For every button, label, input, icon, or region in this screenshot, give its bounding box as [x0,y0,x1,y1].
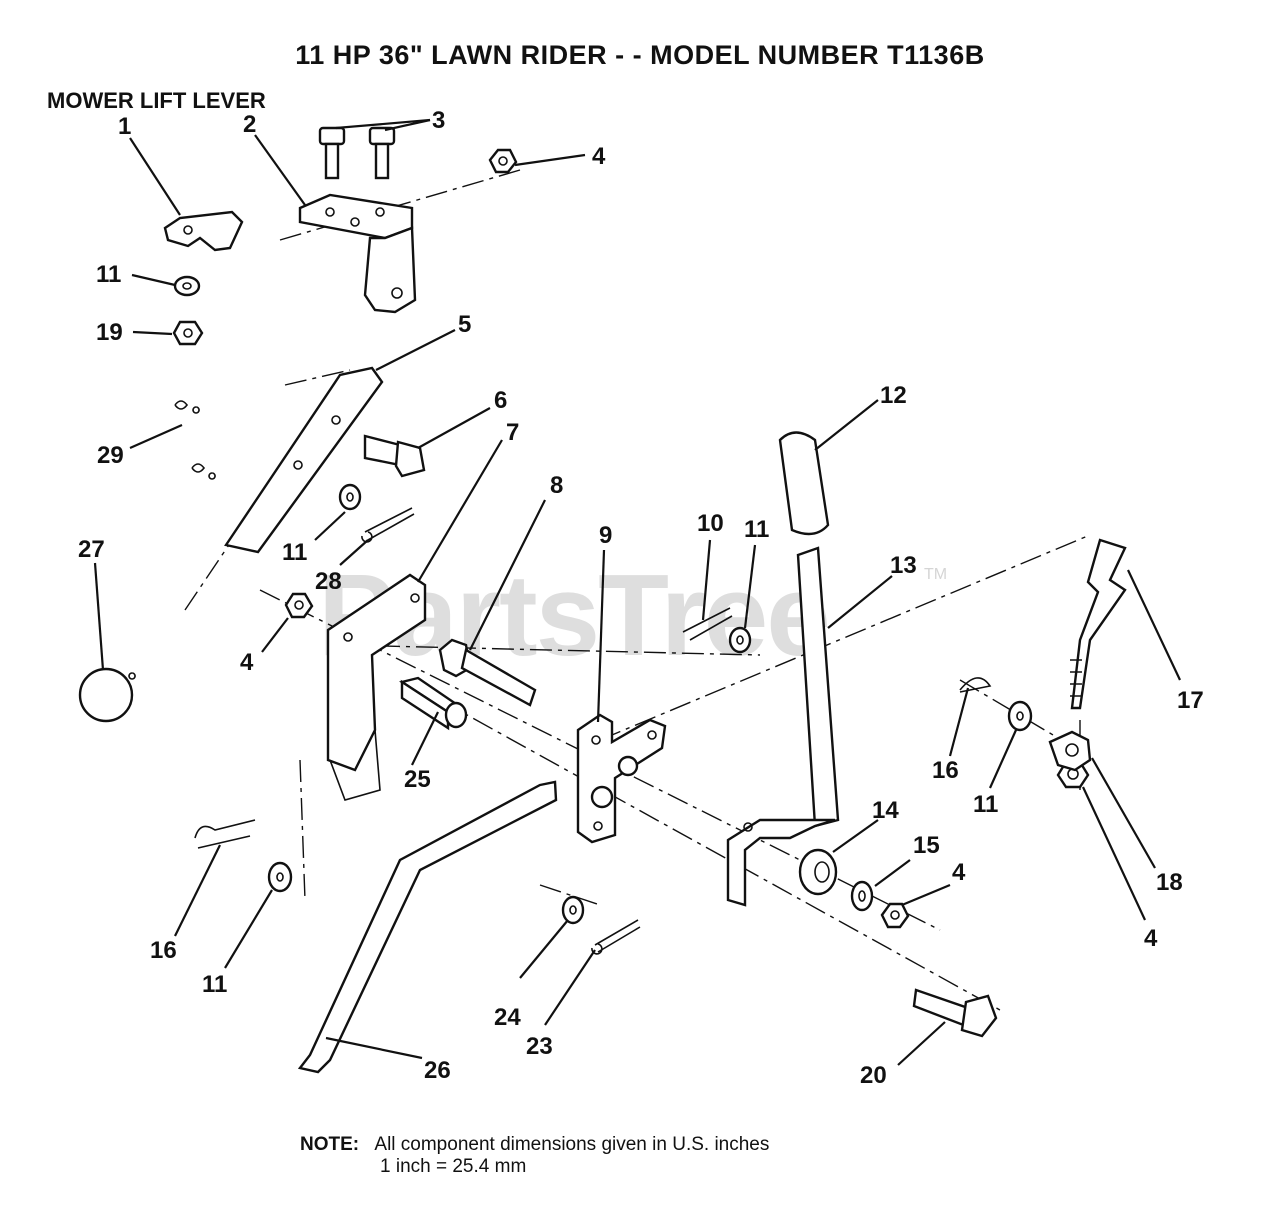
part-26-link-rod[interactable] [297,780,558,1074]
callout-18: 18 [1156,869,1183,896]
part-18-swivel[interactable] [1048,730,1092,772]
diagram-title: 11 HP 36" LAWN RIDER - - MODEL NUMBER T1… [295,40,985,70]
callout-17: 17 [1177,687,1204,714]
callout-16: 16 [932,757,959,784]
part-7-plate[interactable] [326,573,427,801]
part-24-washer[interactable] [561,895,585,925]
callout-27: 27 [78,536,105,563]
callout-10: 10 [697,510,724,537]
callout-16: 16 [150,937,177,964]
callout-numbers: 1 2 3 4 11 19 5 29 6 7 12 8 10 11 9 27 1… [78,107,1204,1089]
assembly-subtitle: MOWER LIFT LEVER [47,88,266,113]
callout-2: 2 [243,111,256,138]
part-23-cotter-pin[interactable] [591,919,641,955]
callout-1: 1 [118,113,131,140]
dimension-note: NOTE: All component dimensions given in … [300,1134,770,1177]
part-12-handle-grip[interactable] [778,431,830,536]
note-line-1: All component dimensions given in U.S. i… [374,1134,770,1155]
callout-14: 14 [872,797,899,824]
part-20-bolt[interactable] [912,988,998,1038]
part-3-bolts[interactable] [318,126,396,180]
part-15-washer[interactable] [850,880,874,912]
callout-19: 19 [96,319,123,346]
callout-15: 15 [913,832,940,859]
note-line-2: 1 inch = 25.4 mm [380,1156,527,1177]
callout-24: 24 [494,1004,521,1031]
callout-11: 11 [202,971,227,998]
callout-3: 3 [432,107,445,134]
part-17-rod[interactable] [1070,538,1127,710]
part-2-bracket[interactable] [298,193,417,314]
part-4-nut[interactable] [880,902,910,929]
part-16-hairpin-clip[interactable] [959,677,992,693]
part-16-hairpin-clip[interactable] [194,819,256,849]
part-11-washer[interactable] [728,626,752,654]
part-10-pin[interactable] [682,607,733,641]
callout-6: 6 [494,387,507,414]
callout-8: 8 [550,472,563,499]
callout-11: 11 [973,791,998,818]
part-1-clip[interactable] [163,210,244,252]
callout-26: 26 [424,1057,451,1084]
callout-4: 4 [240,649,254,676]
note-label: NOTE: [300,1134,360,1155]
callout-12: 12 [880,382,907,409]
callout-20: 20 [860,1062,887,1089]
part-11-washer[interactable] [1007,700,1033,732]
callout-4: 4 [1144,925,1158,952]
callout-29: 29 [97,442,124,469]
part-27-plug[interactable] [78,667,136,723]
part-14-bushing[interactable] [798,848,838,896]
trademark-mark: TM [924,566,948,583]
part-5-rod[interactable] [224,366,384,554]
callout-9: 9 [599,522,612,549]
part-4-nut[interactable] [284,592,314,619]
callout-11: 11 [96,261,121,288]
part-19-nut[interactable] [172,320,204,346]
part-11-washer[interactable] [267,861,293,893]
callout-11: 11 [744,516,769,543]
callout-23: 23 [526,1033,553,1060]
leader-lines [93,118,1181,1066]
callout-25: 25 [404,766,431,793]
callout-28: 28 [315,568,342,595]
part-6-bolt[interactable] [363,434,426,478]
part-8-bolt[interactable] [438,638,537,707]
part-11-washer[interactable] [338,483,362,511]
part-4-nut[interactable] [488,148,518,174]
callout-11: 11 [282,539,307,566]
callout-13: 13 [890,552,917,579]
callout-5: 5 [458,311,471,338]
callout-4: 4 [952,859,966,886]
part-9-lever-plate[interactable] [576,713,667,844]
callout-4: 4 [592,143,606,170]
part-13-lever-arm[interactable] [726,546,840,907]
callout-7: 7 [506,419,519,446]
part-28-cotter-pin[interactable] [361,507,415,543]
part-29-pins[interactable] [174,400,216,480]
part-11-washer[interactable] [173,275,201,297]
